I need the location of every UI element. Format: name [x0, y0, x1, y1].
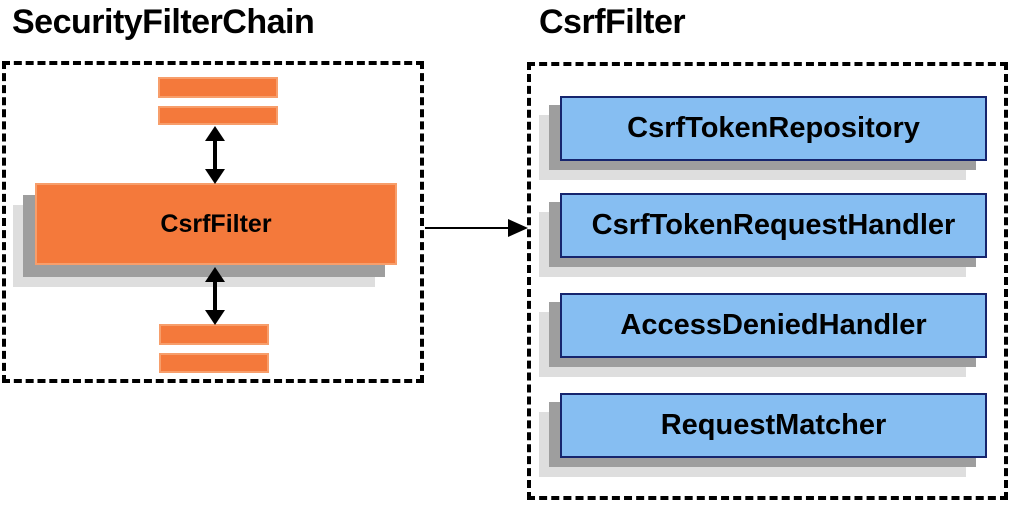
security-filter-chain-title: SecurityFilterChain [12, 3, 315, 41]
component-group: AccessDeniedHandler [539, 293, 989, 379]
component-group: CsrfTokenRepository [539, 96, 989, 182]
component-label: RequestMatcher [660, 409, 887, 441]
component-label: CsrfTokenRequestHandler [591, 209, 956, 241]
arrow-shaft [425, 227, 511, 229]
security-filter-chain-container [2, 61, 424, 383]
component-label: CsrfTokenRepository [627, 112, 920, 144]
component-box-access-denied-handler: AccessDeniedHandler [560, 293, 987, 358]
csrf-filter-node-label: CsrfFilter [160, 209, 272, 238]
filter-bar-top-1 [158, 77, 278, 98]
component-box-csrf-token-request-handler: CsrfTokenRequestHandler [560, 193, 987, 258]
filter-bar-bottom-2 [159, 353, 269, 373]
arrow-shaft [213, 279, 217, 313]
filter-bar-bottom-1 [159, 324, 269, 345]
filter-bar-top-2 [158, 106, 278, 125]
component-box-csrf-token-repository: CsrfTokenRepository [560, 96, 987, 161]
delegation-arrow [425, 219, 528, 237]
bidirectional-arrow-bottom [205, 267, 225, 325]
arrowhead-down-icon [205, 310, 225, 325]
arrowhead-down-icon [205, 169, 225, 184]
arrowhead-up-icon [205, 267, 225, 282]
csrf-filter-title: CsrfFilter [539, 3, 686, 41]
csrf-filter-node: CsrfFilter [35, 183, 397, 265]
arrow-shaft [213, 138, 217, 172]
csrf-filter-container [527, 62, 1008, 500]
arrowhead-right-icon [508, 219, 528, 237]
arrowhead-up-icon [205, 126, 225, 141]
component-group: RequestMatcher [539, 393, 989, 479]
component-group: CsrfTokenRequestHandler [539, 193, 989, 279]
component-label: AccessDeniedHandler [620, 309, 927, 341]
component-box-request-matcher: RequestMatcher [560, 393, 987, 458]
bidirectional-arrow-top [205, 126, 225, 184]
csrf-filter-node-group: CsrfFilter [13, 183, 399, 289]
